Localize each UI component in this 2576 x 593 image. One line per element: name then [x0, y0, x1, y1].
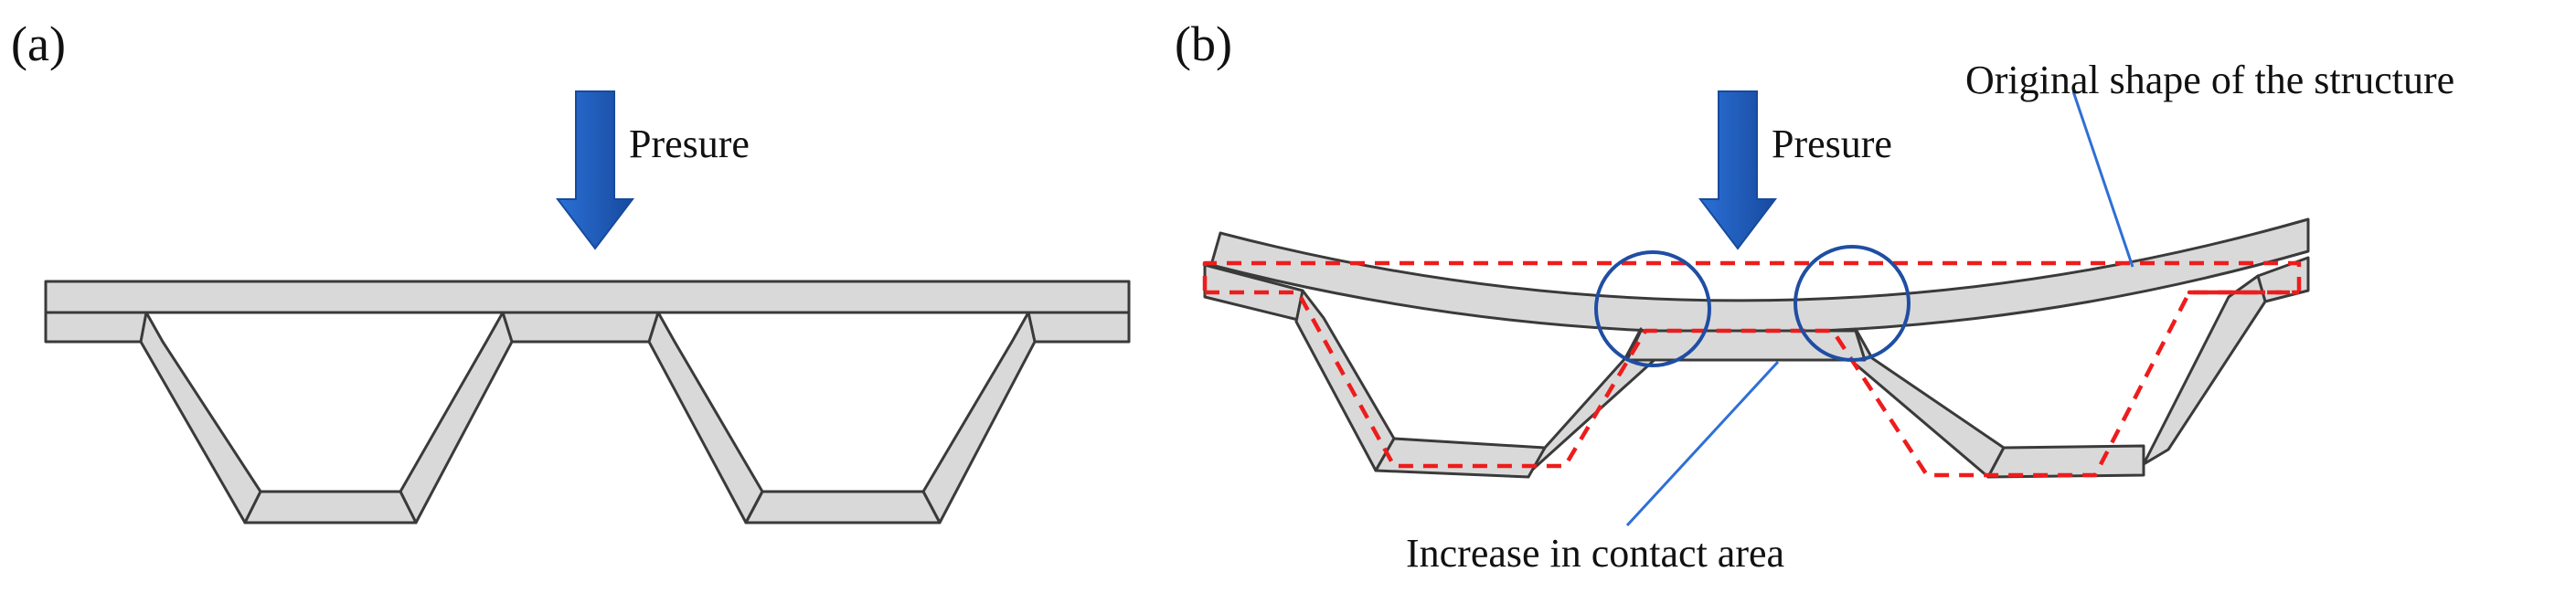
contact-circle-right: [1794, 245, 1911, 362]
web-a-3: [647, 311, 764, 524]
bottom-flange-a-2: [744, 490, 942, 524]
flange-a-1: [44, 311, 148, 344]
leader-original-shape: [2071, 90, 2134, 268]
deformed-web-b-1: [1294, 289, 1396, 472]
panel-a-tag: (a): [11, 16, 66, 71]
leader-contact-area: [1625, 360, 1780, 527]
web-a-1: [139, 311, 262, 524]
pressure-arrow-a: [555, 90, 635, 250]
top-plate-a: [44, 280, 1131, 314]
flange-a-3: [1027, 311, 1131, 344]
web-a-4: [921, 311, 1037, 524]
panel-a: (a) Presure: [11, 16, 1131, 524]
deformed-bottom-flange-b-1: [1374, 437, 1547, 479]
web-a-2: [399, 311, 514, 524]
pressure-arrow-b: [1698, 90, 1778, 250]
annotation-original-shape: Original shape of the structure: [1965, 58, 2454, 102]
contact-circle-left: [1594, 250, 1711, 367]
deformed-top-plate: [1209, 217, 2310, 334]
panel-b: (b) Presure Original shape of the struct…: [1175, 16, 2454, 576]
deformed-bottom-flange-b-2: [1986, 444, 2145, 479]
deformed-web-b-4: [2142, 274, 2267, 466]
bottom-flange-a-1: [243, 490, 418, 524]
pressure-label-b: Presure: [1772, 122, 1892, 166]
flange-a-2: [501, 311, 660, 344]
panel-b-tag: (b): [1175, 16, 1232, 71]
annotation-contact-area: Increase in contact area: [1406, 531, 1784, 576]
pressure-label-a: Presure: [629, 122, 750, 166]
deformed-web-b-3: [1847, 327, 2006, 479]
